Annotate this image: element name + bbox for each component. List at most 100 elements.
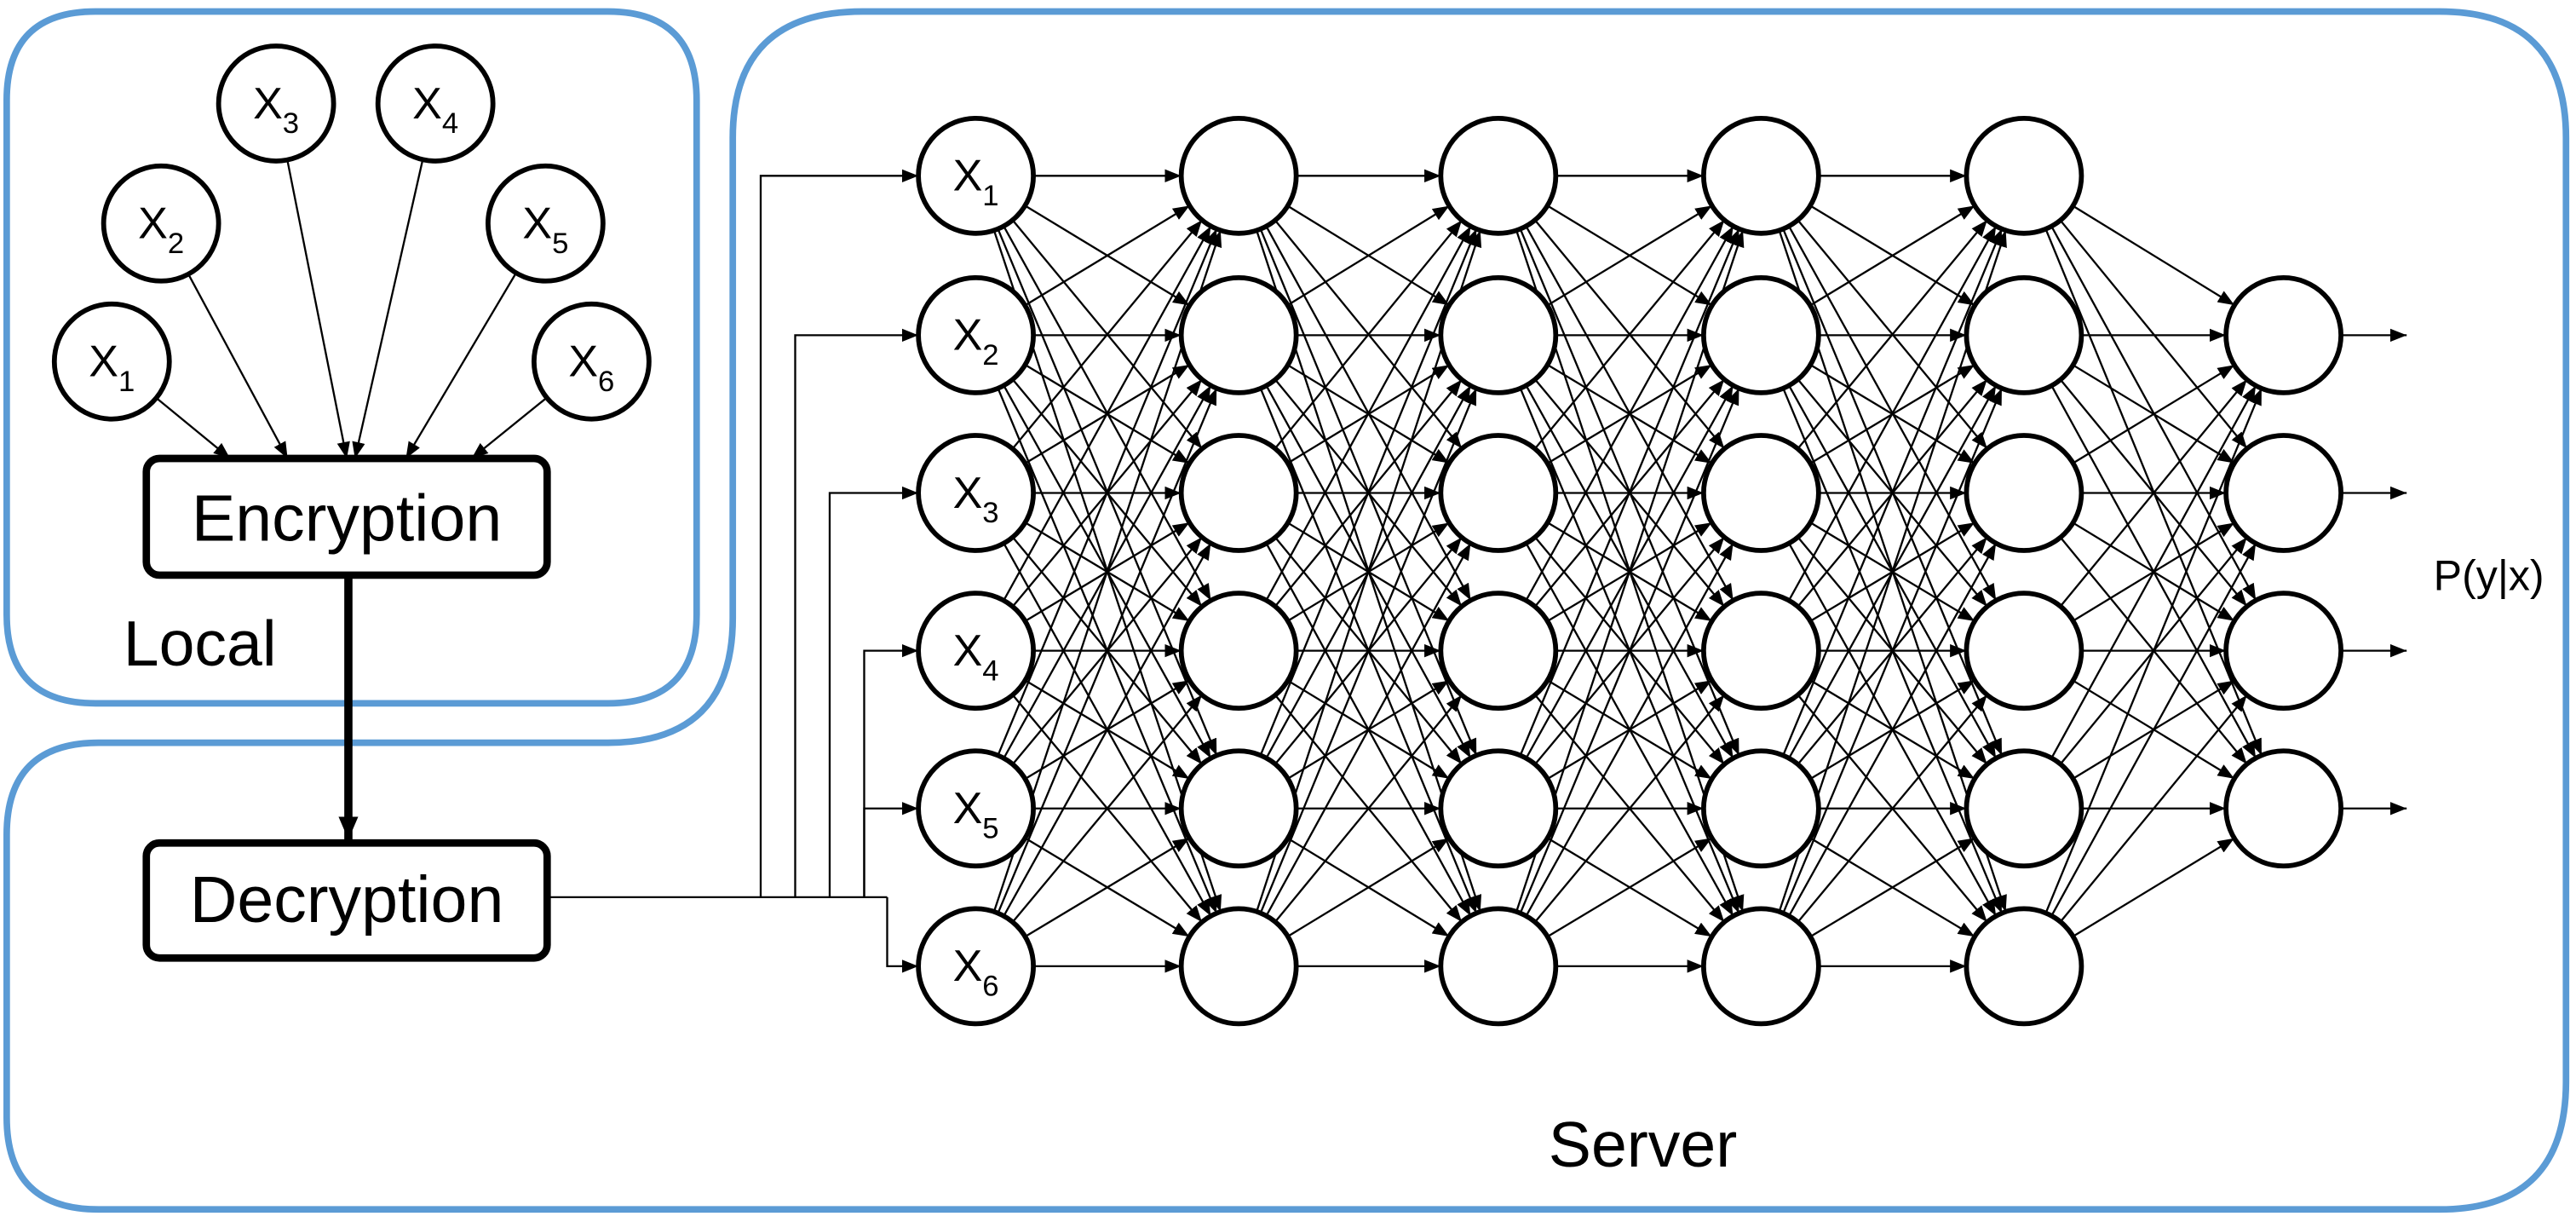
network-edge — [1797, 219, 1988, 450]
local-input-arrow — [470, 396, 548, 459]
network-input-node: X6 — [916, 906, 1036, 1027]
network-edge — [1788, 225, 1998, 602]
network-edge — [1274, 219, 1463, 450]
svg-text:X1: X1 — [89, 337, 135, 398]
decryption-feed-arrow — [759, 169, 919, 897]
network-edge — [1024, 837, 1190, 938]
network-edge — [1011, 219, 1203, 450]
network-edge — [1519, 388, 1740, 914]
region-boundaries — [3, 8, 2570, 1213]
hidden-node — [1700, 591, 1821, 712]
decryption-feed-arrow — [886, 896, 919, 973]
svg-text:X5: X5 — [522, 199, 568, 260]
output-node — [2223, 591, 2343, 712]
hidden-node — [1178, 115, 1299, 236]
local-region-box — [3, 8, 700, 707]
network-edge — [2059, 694, 2248, 923]
hidden-node — [1178, 906, 1299, 1027]
hidden-node — [1438, 275, 1559, 395]
hidden-node — [1964, 275, 2084, 395]
encryption-box: Encryption — [142, 454, 551, 579]
decryption-feed-arrow — [794, 328, 919, 897]
decryption-feed-arrow — [863, 802, 919, 897]
hidden-node — [1438, 433, 1559, 553]
network-edge — [1788, 542, 1998, 917]
network-input-node: X1 — [916, 115, 1036, 236]
network-input-node: X5 — [916, 748, 1036, 869]
local-input-node: X3 — [216, 43, 336, 164]
hidden-node — [1964, 115, 2084, 236]
network-edge — [1809, 837, 1975, 938]
output-label: P(y|x) — [2434, 551, 2544, 599]
network-edge — [1265, 226, 1472, 601]
hidden-node — [1178, 748, 1299, 869]
network-edge — [1259, 228, 1478, 756]
svg-text:X4: X4 — [953, 626, 999, 687]
decryption-feed-arrow — [863, 643, 919, 897]
hidden-node — [1438, 115, 1559, 236]
local-input-arrow — [286, 159, 350, 459]
network-edge — [2050, 543, 2257, 917]
hidden-node — [1438, 591, 1559, 712]
network-input-node: X4 — [916, 591, 1036, 712]
svg-text:X6: X6 — [568, 337, 614, 398]
network-edge — [1519, 228, 1740, 756]
hidden-node — [1178, 591, 1299, 712]
svg-text:X6: X6 — [953, 942, 999, 1002]
hidden-node — [1964, 748, 2084, 869]
network-edge — [1546, 205, 1713, 307]
network-edge — [2072, 837, 2235, 937]
hidden-node — [1964, 906, 2084, 1027]
local-input-node: X1 — [51, 301, 172, 422]
hidden-node — [1438, 906, 1559, 1027]
network-edge — [2044, 388, 2263, 913]
svg-text:X3: X3 — [253, 79, 299, 140]
svg-text:X2: X2 — [138, 199, 184, 260]
encryption-label: Encryption — [192, 481, 502, 555]
local-input-node: X6 — [531, 301, 652, 422]
network-edge — [2072, 364, 2235, 464]
network-edge — [1547, 837, 1713, 938]
network-edge — [1011, 694, 1203, 923]
local-input-arrow — [405, 272, 517, 459]
network-edge — [997, 228, 1218, 756]
network-edge — [1809, 205, 1975, 307]
local-input-arrow — [187, 274, 289, 459]
network-edge — [1003, 542, 1212, 917]
network-input-node: X3 — [916, 433, 1036, 553]
local-input-node: X4 — [375, 43, 496, 164]
svg-text:X1: X1 — [953, 152, 999, 212]
network-edge — [1003, 225, 1212, 602]
hidden-node — [1700, 748, 1821, 869]
hidden-node — [1700, 906, 1821, 1027]
network-edge — [1287, 837, 1450, 937]
svg-text:X3: X3 — [953, 469, 999, 529]
network-edge — [1797, 694, 1988, 923]
hidden-node — [1700, 433, 1821, 553]
local-input-arrow — [352, 159, 424, 459]
hidden-node — [1438, 748, 1559, 869]
decryption-feed-arrow — [828, 486, 919, 897]
server-region-label: Server — [1549, 1109, 1737, 1180]
network-edge — [1782, 388, 2004, 914]
local-input-node: X2 — [101, 163, 221, 284]
hidden-node — [1178, 433, 1299, 553]
hidden-node — [1700, 115, 1821, 236]
hidden-node — [1700, 275, 1821, 395]
svg-text:X4: X4 — [412, 79, 458, 140]
network-edge — [1265, 543, 1472, 917]
server-region-box — [3, 8, 2570, 1213]
network-edge — [2050, 385, 2257, 759]
svg-text:X5: X5 — [953, 784, 999, 844]
network-edge — [1782, 228, 2004, 756]
network-edge — [2072, 205, 2235, 307]
decryption-label: Decryption — [190, 863, 504, 936]
network-edge — [1525, 542, 1734, 917]
network-edge — [1287, 205, 1450, 307]
network-edge — [1024, 205, 1191, 307]
local-input-node: X5 — [485, 163, 606, 284]
hidden-node — [1178, 275, 1299, 395]
network-edge — [1534, 694, 1726, 923]
